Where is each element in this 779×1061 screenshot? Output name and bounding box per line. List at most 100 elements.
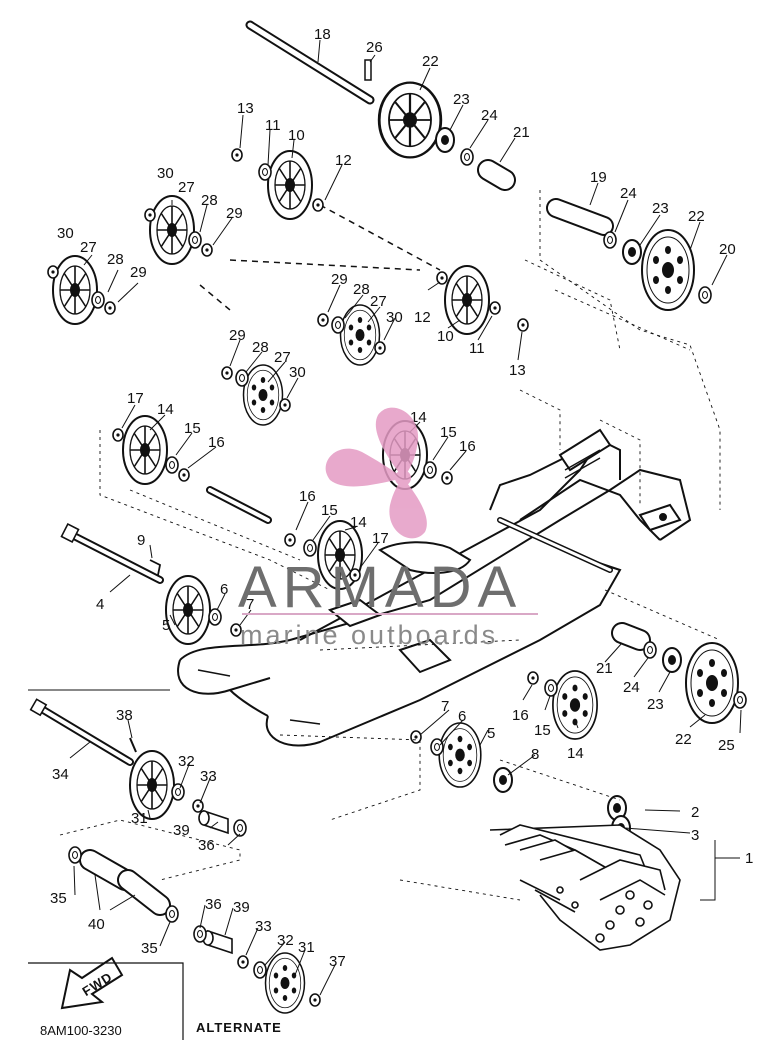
callout-23: 23 <box>652 200 669 217</box>
callout-18: 18 <box>314 26 331 43</box>
spacer-21-lower <box>611 622 651 651</box>
collar-39-lower <box>202 930 233 954</box>
callout-36: 36 <box>205 896 222 913</box>
callout-33: 33 <box>200 768 217 785</box>
wheel-27-b <box>52 255 98 325</box>
callout-34: 34 <box>52 766 69 783</box>
callout-14: 14 <box>157 401 174 418</box>
callout-10: 10 <box>288 127 305 144</box>
callout-14: 14 <box>350 514 367 531</box>
callout-16: 16 <box>299 488 316 505</box>
callout-24: 24 <box>620 185 637 202</box>
shaft-cross-middle <box>199 204 441 311</box>
callout-27: 27 <box>370 293 387 310</box>
callout-28: 28 <box>252 339 269 356</box>
callout-26: 26 <box>366 39 383 56</box>
callout-17: 17 <box>372 530 389 547</box>
callout-32: 32 <box>277 932 294 949</box>
callout-28: 28 <box>353 281 370 298</box>
callout-12: 12 <box>414 309 431 326</box>
callout-24: 24 <box>623 679 640 696</box>
callout-29: 29 <box>226 205 243 222</box>
callout-21: 21 <box>513 124 530 141</box>
wheel-22-upper <box>377 81 443 159</box>
alternate-box: ALTERNATE <box>28 689 282 1040</box>
callout-5: 5 <box>487 725 495 742</box>
watermark-brand: ARMADA <box>238 555 522 620</box>
cylinders-40 <box>79 849 171 916</box>
callout-22: 22 <box>675 731 692 748</box>
callout-27: 27 <box>274 349 291 366</box>
shaft-small <box>206 486 272 524</box>
callout-36: 36 <box>198 837 215 854</box>
shaft-cross-lower <box>497 517 613 573</box>
callout-numbers: 18 26 22 23 24 21 13 11 10 12 30 27 28 2… <box>50 26 753 970</box>
wheel-10-lower <box>444 265 490 335</box>
callout-30: 30 <box>57 225 74 242</box>
callout-14: 14 <box>567 745 584 762</box>
callout-11: 11 <box>265 117 281 134</box>
callout-15: 15 <box>321 502 338 519</box>
watermark: ARMADA marine outboards <box>238 407 538 650</box>
callout-6: 6 <box>220 581 228 598</box>
callout-3: 3 <box>691 827 699 844</box>
callout-15: 15 <box>184 420 201 437</box>
callout-35: 35 <box>50 890 67 907</box>
callout-17: 17 <box>127 390 144 407</box>
callout-31: 31 <box>131 810 148 827</box>
callout-30: 30 <box>289 364 306 381</box>
callout-27: 27 <box>178 179 195 196</box>
callout-6: 6 <box>458 708 466 725</box>
callout-22: 22 <box>422 53 439 70</box>
callout-16: 16 <box>208 434 225 451</box>
callout-33: 33 <box>255 918 272 935</box>
callout-21: 21 <box>596 660 613 677</box>
callout-39: 39 <box>173 822 190 839</box>
callout-31: 31 <box>298 939 315 956</box>
callout-9: 9 <box>137 532 145 549</box>
callout-5: 5 <box>162 617 170 634</box>
callout-15: 15 <box>534 722 551 739</box>
wheel-27-a <box>149 195 195 265</box>
track-assembly <box>489 824 681 951</box>
callout-11: 11 <box>469 340 485 357</box>
callout-16: 16 <box>459 438 476 455</box>
callout-4: 4 <box>96 596 104 613</box>
wheel-31-a <box>129 750 175 820</box>
callout-15: 15 <box>440 424 457 441</box>
callout-30: 30 <box>157 165 174 182</box>
callout-23: 23 <box>453 91 470 108</box>
callout-23: 23 <box>647 696 664 713</box>
callout-10: 10 <box>437 328 454 345</box>
collar-39-upper <box>198 810 229 834</box>
shaft-34 <box>29 698 134 766</box>
part-code: 8AM100-3230 <box>40 1023 122 1038</box>
callout-12: 12 <box>335 152 352 169</box>
callout-28: 28 <box>201 192 218 209</box>
callout-7: 7 <box>441 698 449 715</box>
callout-24: 24 <box>481 107 498 124</box>
callout-39: 39 <box>233 899 250 916</box>
callout-29: 29 <box>229 327 246 344</box>
callout-29: 29 <box>130 264 147 281</box>
callout-19: 19 <box>590 169 607 186</box>
callout-27: 27 <box>80 239 97 256</box>
callout-40: 40 <box>88 916 105 933</box>
dashed-guides <box>59 190 721 901</box>
shaft-19 <box>546 198 614 236</box>
callout-13: 13 <box>237 100 254 117</box>
wheel-14-d <box>552 670 598 740</box>
callout-37: 37 <box>329 953 346 970</box>
wheel-27-c <box>339 304 381 366</box>
wheel-14-a <box>122 415 168 485</box>
callout-30: 30 <box>386 309 403 326</box>
alternate-label: ALTERNATE <box>196 1020 282 1035</box>
callout-13: 13 <box>509 362 526 379</box>
callout-16: 16 <box>512 707 529 724</box>
callout-28: 28 <box>107 251 124 268</box>
wheel-22-lower <box>685 642 739 724</box>
callout-2: 2 <box>691 804 699 821</box>
wheel-5-a <box>165 575 211 645</box>
shaft-4 <box>60 522 164 584</box>
